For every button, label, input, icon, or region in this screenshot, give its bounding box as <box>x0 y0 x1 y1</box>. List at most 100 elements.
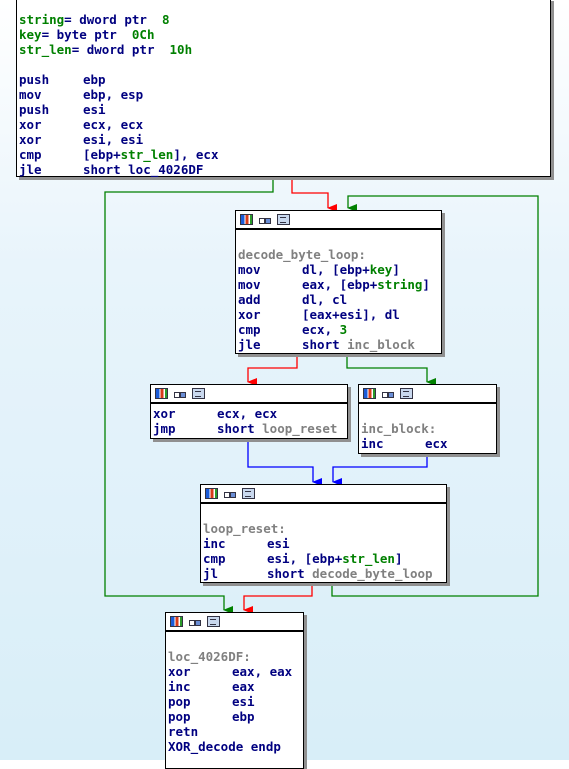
label-text: loop_reset: <box>203 521 286 536</box>
graph-icon[interactable] <box>242 488 255 499</box>
stack-var-line: key= byte ptr 0Ch <box>19 27 548 42</box>
mnemonic: cmp <box>238 322 261 337</box>
chart-icon[interactable] <box>155 388 168 399</box>
mnemonic: push <box>19 102 50 117</box>
flow-icon[interactable] <box>259 215 271 224</box>
label-text: decode_byte_loop: <box>238 247 366 262</box>
flow-icon[interactable] <box>224 489 236 498</box>
code-label[interactable]: loop_reset: <box>203 521 444 536</box>
stack-var-line: string= dword ptr 8 <box>19 12 548 27</box>
operand: [ebp+ <box>83 147 121 162</box>
graph-icon[interactable] <box>277 214 290 225</box>
flow-icon[interactable] <box>174 389 186 398</box>
mnemonic: jle <box>19 162 42 177</box>
node-header <box>201 485 446 504</box>
var-name: str_len <box>19 42 72 57</box>
mnemonic: xor <box>168 664 191 679</box>
operand: esi <box>83 102 106 117</box>
operand: ecx, ecx <box>217 406 278 421</box>
operand: ebp, esp <box>83 87 144 102</box>
chart-icon[interactable] <box>363 388 376 399</box>
edge-loop-back <box>331 195 539 597</box>
operand: esi <box>267 536 290 551</box>
operand: eax, [ebp+ <box>302 277 378 292</box>
operand: short loc_4026DF <box>83 162 204 177</box>
operand: esi, esi <box>83 132 144 147</box>
operand: ebp <box>83 72 106 87</box>
graph-icon[interactable] <box>207 616 220 627</box>
node-header <box>359 385 496 404</box>
mnemonic: cmp <box>19 147 42 162</box>
code-label[interactable]: inc_block: <box>361 421 494 436</box>
code-label[interactable]: loc_4026DF: <box>168 649 301 664</box>
mnemonic: xor <box>19 117 42 132</box>
instruction-line: retn <box>168 724 301 739</box>
blank-line <box>203 506 444 521</box>
mnemonic: mov <box>238 262 261 277</box>
chart-icon[interactable] <box>170 616 183 627</box>
instruction-line: jle short loc_4026DF <box>19 162 548 177</box>
mnemonic: xor <box>238 307 261 322</box>
operand: short <box>217 421 263 436</box>
flow-icon[interactable] <box>189 617 201 626</box>
chart-icon[interactable] <box>205 488 218 499</box>
stack-var-line: str_len= dword ptr 10h <box>19 42 548 57</box>
operand: ebp <box>232 709 255 724</box>
instruction-line: xor [eax+esi], dl <box>238 307 439 322</box>
flow-icon[interactable] <box>382 389 394 398</box>
operand: [eax+esi], dl <box>302 307 400 322</box>
mnemonic: XOR_decode endp <box>168 739 281 754</box>
chart-icon[interactable] <box>240 214 253 225</box>
edge-decode-true <box>346 353 436 386</box>
operand-var: key <box>369 262 393 277</box>
mnemonic: retn <box>168 724 199 739</box>
mnemonic: xor <box>19 132 42 147</box>
var-type: = dword ptr <box>71 42 170 57</box>
operand: eax, eax <box>232 664 293 679</box>
instruction-line: push esi <box>19 102 548 117</box>
operand-num: 3 <box>339 322 348 337</box>
var-type: = dword ptr <box>64 12 162 27</box>
operand: short <box>267 566 313 581</box>
var-name: string <box>19 12 65 27</box>
label-text: inc_block: <box>361 421 437 436</box>
operand: ] <box>394 551 403 566</box>
edge-entry-false <box>291 178 337 212</box>
operand: ecx <box>425 436 448 451</box>
blank-line <box>361 406 494 421</box>
operand-label: inc_block <box>347 337 415 352</box>
label-text: loc_4026DF: <box>168 649 251 664</box>
node-header <box>166 613 303 632</box>
graph-icon[interactable] <box>192 388 205 399</box>
code-label[interactable]: decode_byte_loop: <box>238 247 439 262</box>
var-offset: 8 <box>162 12 170 27</box>
operand-label: decode_byte_loop <box>312 566 433 581</box>
operand: ] <box>392 262 400 277</box>
operand: ], ecx <box>173 147 219 162</box>
var-offset: 0Ch <box>131 27 155 42</box>
mnemonic: jle <box>238 337 261 352</box>
graph-icon[interactable] <box>400 388 413 399</box>
mnemonic: jl <box>203 566 219 581</box>
edge-loopreset-exit <box>243 581 313 614</box>
var-type: = byte ptr <box>41 27 132 42</box>
operand: ] <box>422 277 430 292</box>
blank-line <box>19 57 548 72</box>
